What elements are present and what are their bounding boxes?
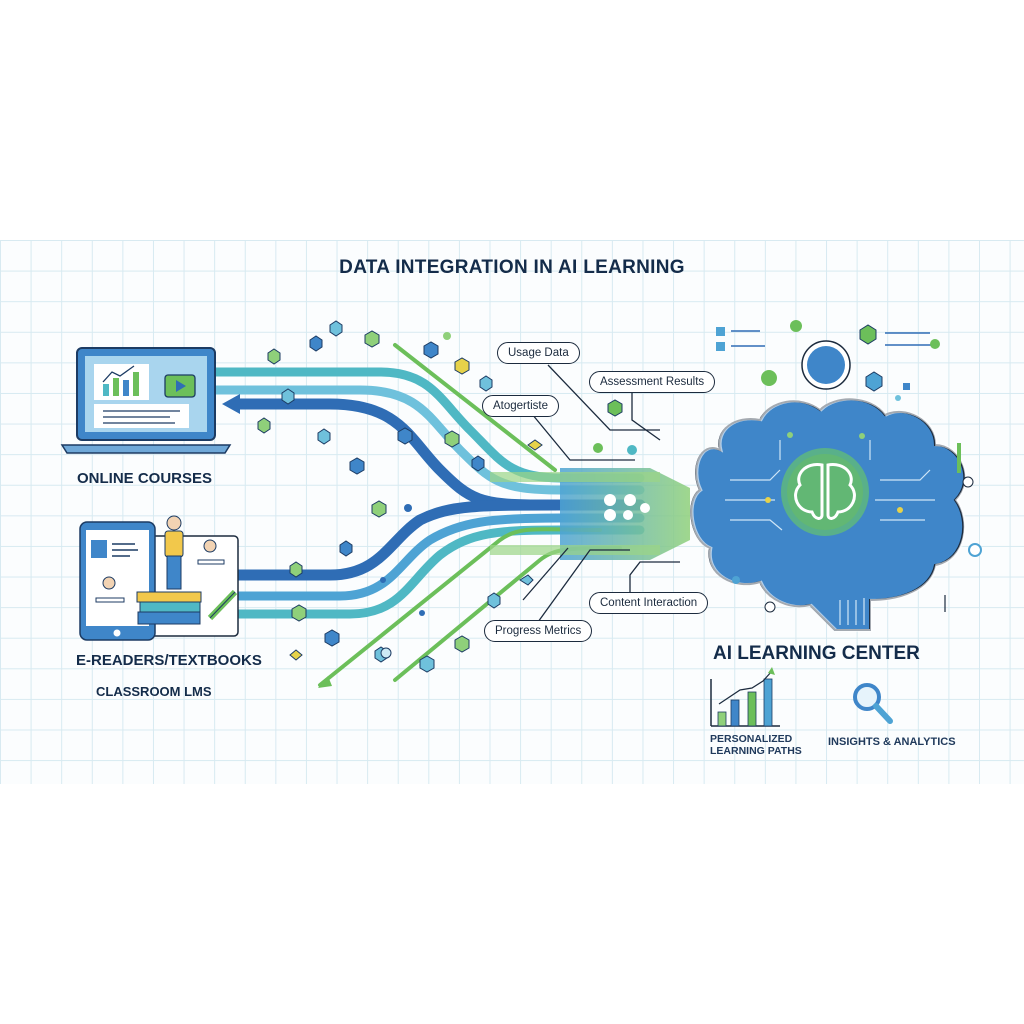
source-label-classroom-lms: CLASSROOM LMS xyxy=(96,684,212,699)
growth-bar-chart-icon xyxy=(710,667,780,727)
laptop-icon xyxy=(60,347,232,454)
brain-decorations xyxy=(716,320,982,613)
pill-usage-data: Usage Data xyxy=(497,342,580,364)
source-label-online-courses: ONLINE COURSES xyxy=(77,470,213,487)
label-leader-lines xyxy=(522,364,680,623)
output-label-personalized-learning-paths: PERSONALIZED LEARNING PATHS xyxy=(710,733,802,757)
pill-atogertiste: Atogertiste xyxy=(482,395,559,417)
output-label-line1: PERSONALIZED xyxy=(710,733,793,745)
destination-label-ai-learning-center: AI LEARNING CENTER xyxy=(713,643,920,664)
output-label-insights-analytics: INSIGHTS & ANALYTICS xyxy=(828,736,956,748)
output-label-line2: LEARNING PATHS xyxy=(710,745,802,757)
convergence-bus xyxy=(490,443,690,560)
pill-assessment-results: Assessment Results xyxy=(589,371,716,393)
pill-content-interaction: Content Interaction xyxy=(589,592,709,614)
circuit-brain-icon xyxy=(690,397,968,633)
tablet-classroom-icon xyxy=(79,515,239,641)
magnifier-icon xyxy=(853,683,893,724)
data-cube-particles xyxy=(257,320,623,673)
pill-progress-metrics: Progress Metrics xyxy=(484,620,593,642)
diagram-title: DATA INTEGRATION IN AI LEARNING xyxy=(339,257,685,278)
source-label-ereaders-textbooks: E-READERS/TEXTBOOKS xyxy=(76,652,262,669)
